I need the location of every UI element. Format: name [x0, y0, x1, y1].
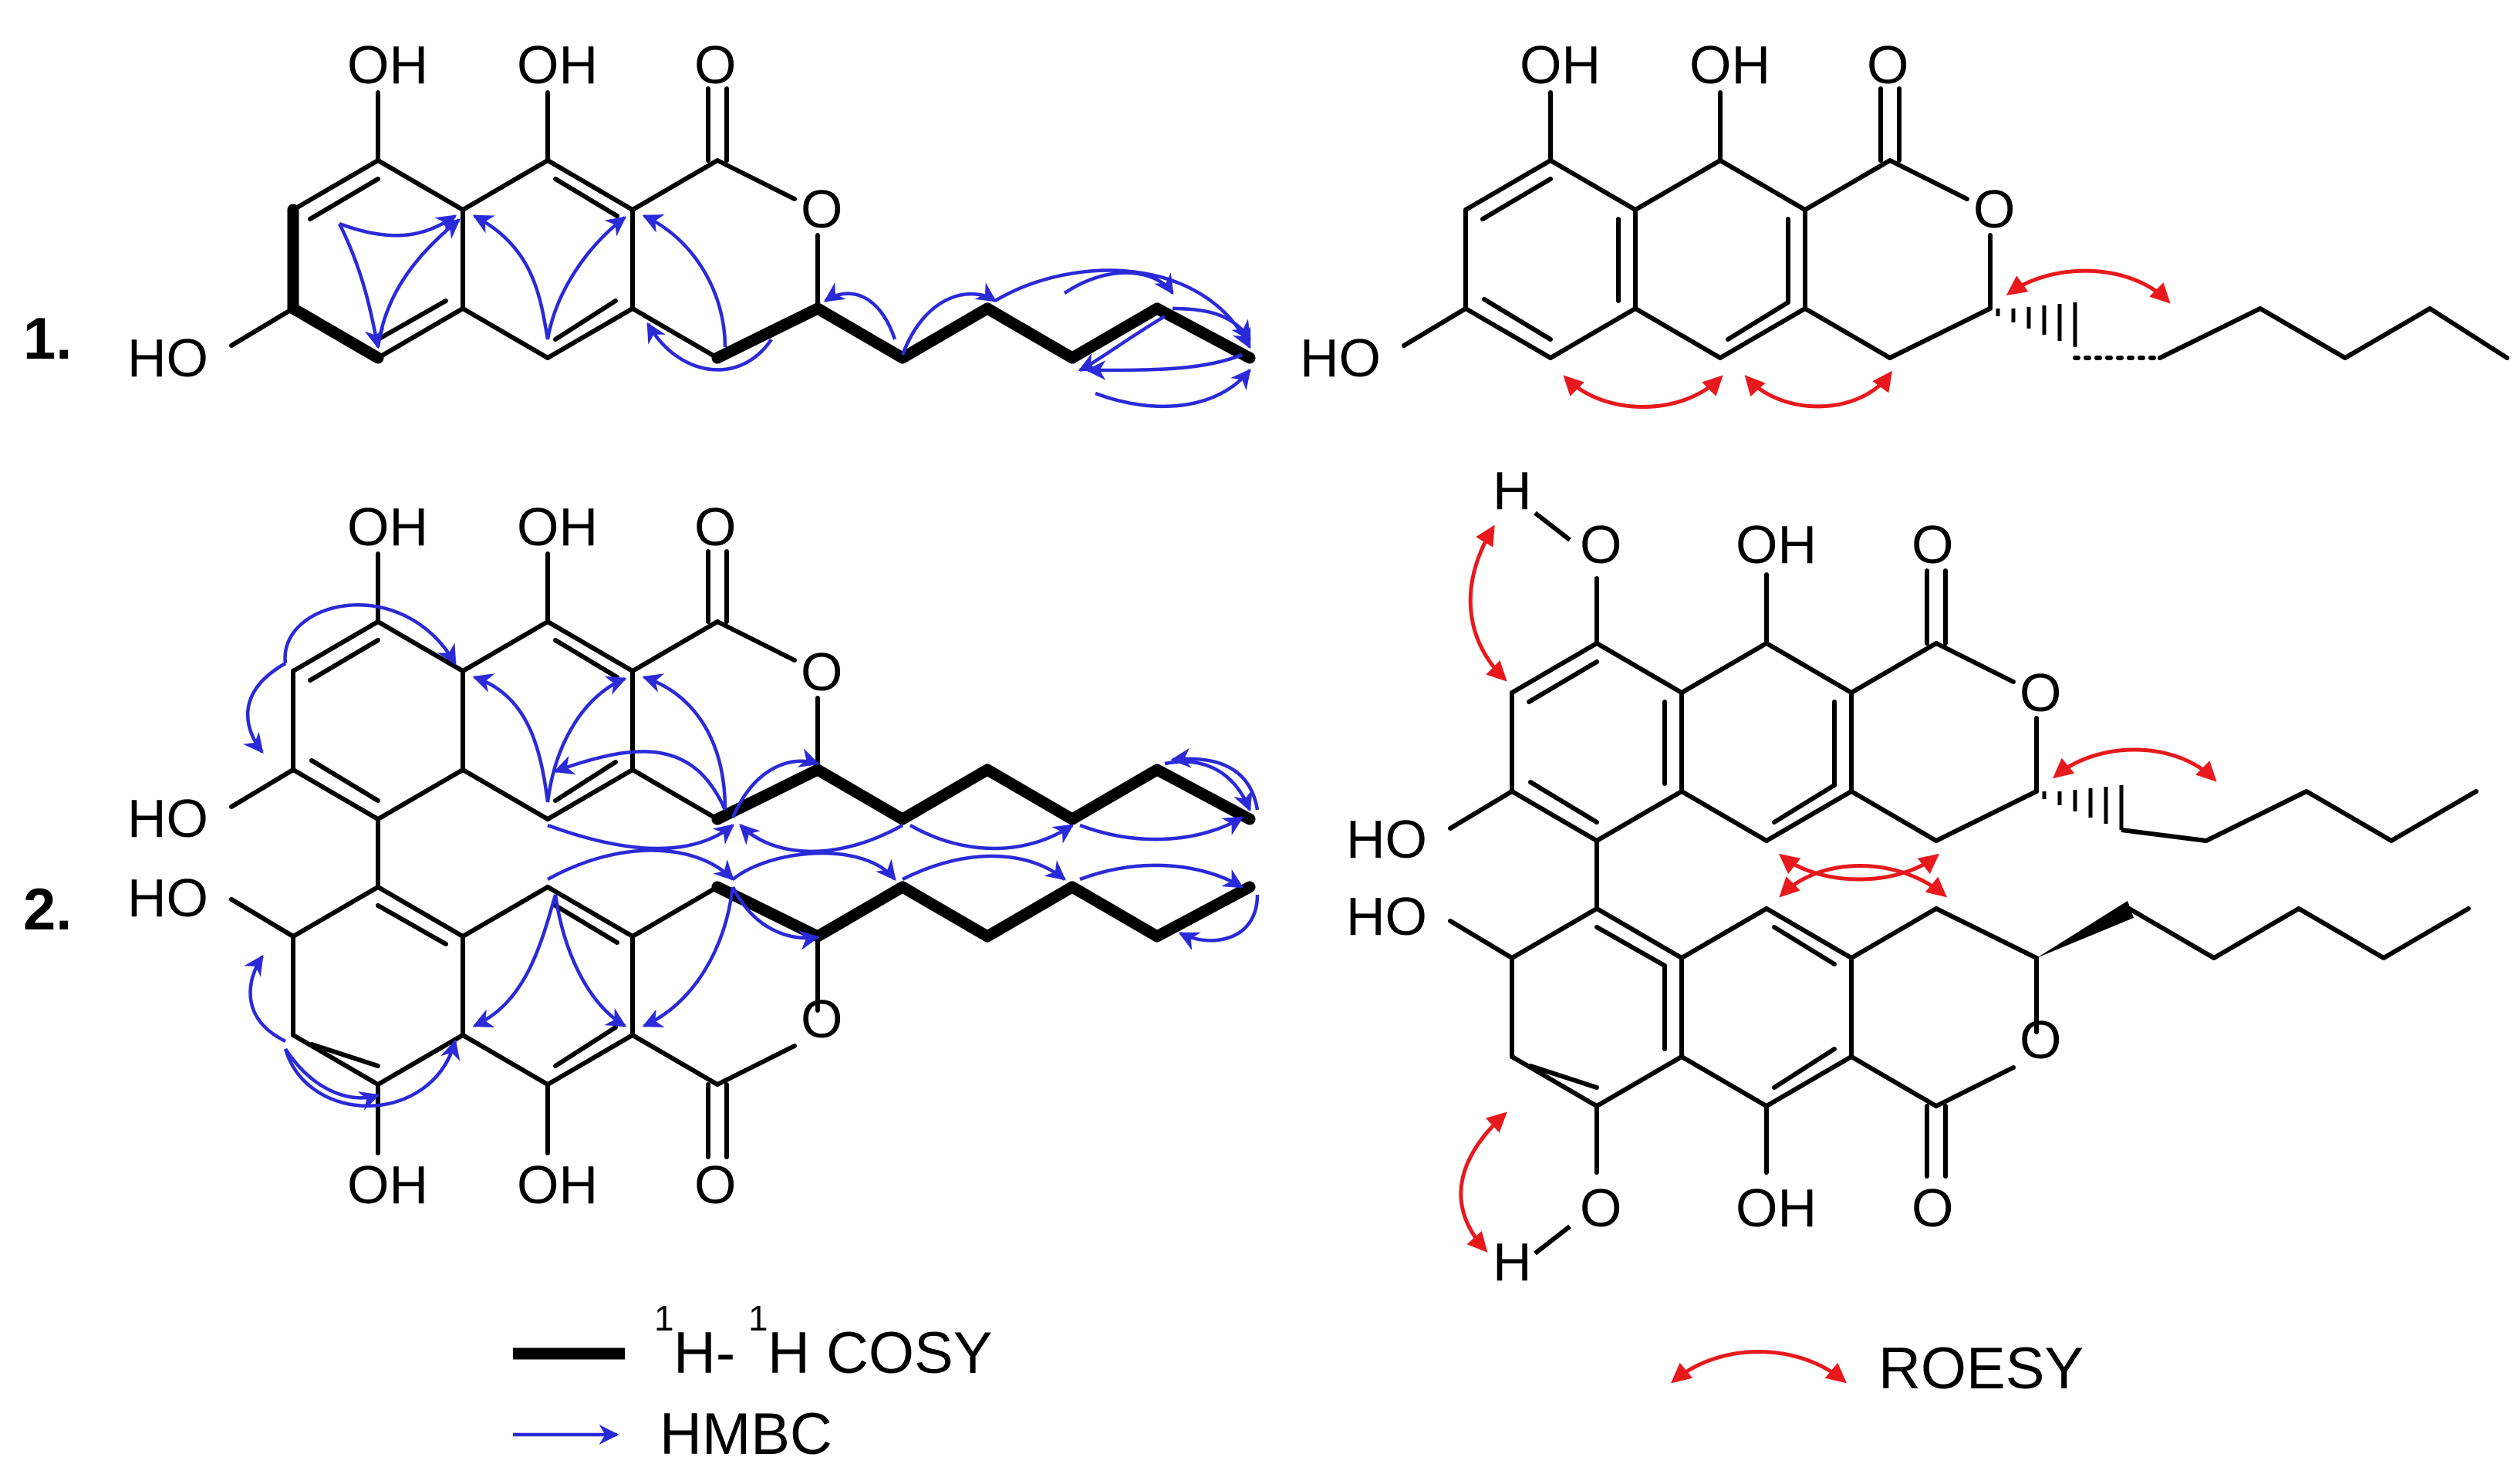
oh-label: OH — [517, 35, 598, 95]
compound-1-hmbc-structure: 1. — [23, 35, 1256, 409]
side-chain-bond — [2121, 828, 2207, 843]
ring-o-label: O — [801, 989, 842, 1049]
compound-1-roesy-structure: OH OH O O HO — [1300, 35, 2509, 409]
solid-wedge — [2037, 901, 2134, 958]
ring-o-label: O — [801, 642, 842, 702]
h-label: H — [1493, 460, 1532, 521]
ho-label: HO — [127, 788, 208, 848]
carbonyl-o-label: O — [1867, 35, 1908, 95]
cosy-text-a: H- — [673, 1320, 735, 1386]
r1-bonds — [1402, 86, 2509, 360]
ho-label: HO — [127, 868, 208, 928]
carbonyl-o-label: O — [1912, 514, 1953, 575]
o-label: O — [1580, 514, 1621, 575]
cosy-bonds-2-lower — [711, 881, 1256, 943]
legend-hmbc: HMBC — [513, 1401, 832, 1467]
ring-a-bonds — [229, 86, 820, 360]
roesy-correlations-2 — [1459, 524, 2217, 1253]
roesy-correlations-1 — [1563, 268, 2171, 409]
cosy-sup-2: 1 — [748, 1298, 768, 1338]
ring-o-label: O — [1973, 179, 2015, 239]
cosy-text-b: H COSY — [768, 1320, 992, 1386]
oh-bond — [1534, 1224, 1571, 1256]
carbonyl-o-label: O — [694, 35, 736, 95]
lower-unit-bonds — [229, 885, 820, 1159]
oh-label: OH — [1736, 514, 1817, 575]
roesy-legend-label: ROESY — [1878, 1336, 2084, 1401]
hmbc-correlations-1 — [337, 214, 1252, 409]
hmbc-legend-label: HMBC — [660, 1401, 832, 1467]
o-label: O — [1580, 1178, 1621, 1238]
hmbc-correlations-2 — [243, 603, 1260, 1111]
carbonyl-o-label: O — [1912, 1178, 1953, 1238]
oh-label: OH — [517, 1155, 598, 1215]
compound-2-hmbc-structure: 2. — [23, 497, 1260, 1215]
ho-label: HO — [1346, 886, 1427, 946]
ring-o-label: O — [801, 179, 842, 239]
oh-bond — [1534, 511, 1571, 542]
carbonyl-o-label: O — [694, 1155, 736, 1215]
hashed-wedge — [2042, 785, 2124, 830]
cosy-bonds-1 — [287, 204, 1256, 364]
cosy-sup-1: 1 — [654, 1298, 674, 1338]
oh-label: OH — [517, 497, 598, 557]
legend-roesy: ROESY — [1671, 1336, 2084, 1401]
roesy-legend-arrow — [1671, 1350, 1847, 1384]
r2-bonds — [1448, 568, 2479, 1179]
compound-label-1: 1. — [23, 306, 72, 372]
cosy-bonds-2-upper — [711, 764, 1256, 825]
ring-o-label: O — [2020, 663, 2061, 723]
oh-label: OH — [1736, 1178, 1817, 1238]
hashed-wedge — [1996, 302, 2077, 347]
compound-label-2: 2. — [23, 877, 72, 943]
ring-o-label: O — [2020, 1010, 2061, 1070]
oh-label: OH — [347, 1155, 428, 1215]
h-label: H — [1493, 1232, 1532, 1292]
carbonyl-o-label: O — [694, 497, 736, 557]
ho-label: HO — [1346, 809, 1427, 869]
ho-label: HO — [127, 328, 208, 388]
compound-2-roesy-structure: H O OH O O HO HO O O OH O H — [1346, 460, 2479, 1292]
oh-label: OH — [347, 497, 428, 557]
legend-cosy: 1 H- 1 H COSY — [513, 1298, 992, 1386]
oh-label: OH — [1689, 35, 1770, 95]
oh-label: OH — [347, 35, 428, 95]
ho-label: HO — [1300, 328, 1381, 388]
oh-label: OH — [1520, 35, 1601, 95]
